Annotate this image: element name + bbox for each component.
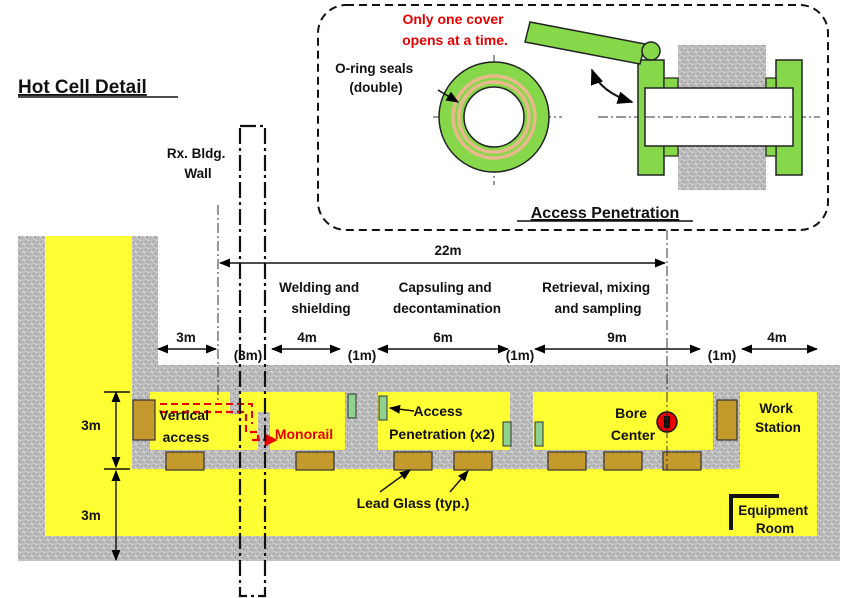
lower-corridor	[45, 469, 817, 536]
label-bore-center: Bore Center	[611, 405, 656, 443]
monorail-path	[160, 403, 278, 447]
label-access-penetration: Access Penetration (x2)	[389, 403, 495, 442]
oring-label: O-ring seals (double)	[335, 61, 417, 95]
lead-glass	[165, 451, 205, 471]
rx-wall-label: Rx. Bldg. Wall	[167, 146, 229, 181]
dim-left-3m: 3m	[176, 330, 196, 345]
dim-gap-1m-c: (1m)	[708, 348, 737, 363]
label-lead-glass: Lead Glass (typ.)	[357, 495, 470, 511]
lead-glass	[295, 451, 335, 471]
access-penetration-inset: O-ring seals (double) Only one cover ope…	[317, 4, 829, 231]
access-penetration-leader	[388, 404, 415, 414]
equipment-room-bracket	[729, 494, 779, 530]
lead-glass	[716, 399, 738, 441]
lead-glass	[662, 451, 702, 471]
lead-glass	[547, 451, 587, 471]
dimension-lines	[104, 258, 819, 562]
inset-title: Access Penetration	[531, 205, 680, 222]
dim-height-lower: 3m	[81, 508, 101, 523]
rx-building-wall	[238, 124, 267, 598]
penetration-side-view	[637, 59, 803, 176]
lead-glass-windows	[132, 399, 738, 471]
lead-glass	[603, 451, 643, 471]
lead-glass-leader-right	[449, 470, 469, 493]
room-welding	[270, 392, 345, 450]
label-work-station: Work Station	[755, 401, 801, 435]
dim-retrieval-9m: 9m	[607, 330, 627, 345]
cover-hinge	[641, 41, 661, 61]
open-cover	[524, 21, 646, 65]
label-equipment-room: Equipment Room	[738, 503, 812, 536]
oring-leader	[437, 89, 460, 103]
overall-dimension: 22m	[434, 243, 461, 258]
swing-arrow	[590, 68, 634, 104]
dim-welding-4m: 4m	[297, 330, 317, 345]
lead-glass-leader-left	[379, 469, 411, 493]
dim-wall-3m: (3m)	[234, 348, 263, 363]
room-vertical-access	[150, 392, 230, 450]
room-capsuling	[378, 392, 510, 450]
dimension-guides	[217, 205, 668, 470]
lead-glass	[132, 399, 156, 441]
diagram-title: Hot Cell Detail	[18, 77, 147, 98]
dim-height-upper: 3m	[81, 418, 101, 433]
inset-warning: Only one cover opens at a time.	[402, 11, 508, 48]
access-penetrations	[347, 393, 544, 447]
dim-gap-1m-b: (1m)	[506, 348, 535, 363]
inset-frame	[317, 4, 829, 231]
dim-capsuling-6m: 6m	[433, 330, 453, 345]
cell-interior	[45, 236, 817, 536]
lead-glass	[453, 451, 493, 471]
room-retrieval	[533, 392, 713, 450]
dim-right-4m: 4m	[767, 330, 787, 345]
zone-capsuling-label: Capsuling and decontamination	[393, 280, 501, 316]
label-vertical-access: Vertical access	[159, 407, 213, 445]
label-monorail: Monorail	[275, 426, 333, 442]
dim-gap-1m-a: (1m)	[348, 348, 377, 363]
zone-welding-label: Welding and shielding	[279, 280, 363, 316]
lead-glass	[393, 451, 433, 471]
zone-retrieval-label: Retrieval, mixing and sampling	[542, 280, 654, 316]
room-work-station	[740, 392, 817, 469]
